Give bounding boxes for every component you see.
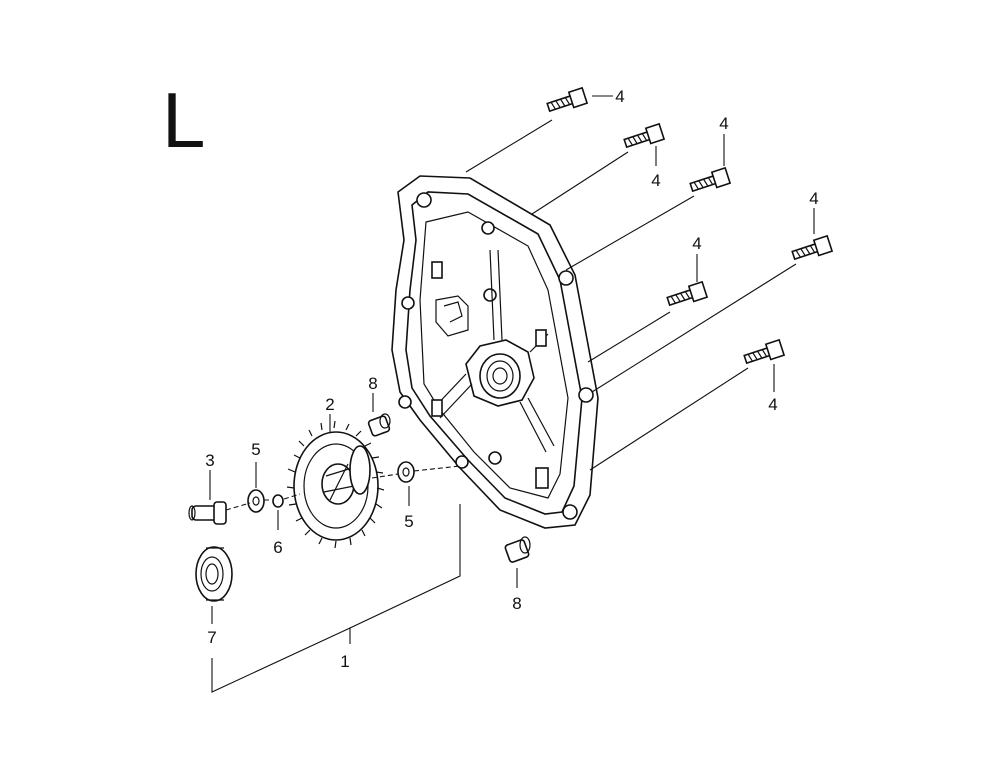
part-label-6: 6 <box>273 538 282 557</box>
part-label-4: 4 <box>768 395 777 414</box>
part-label-8: 8 <box>368 374 377 393</box>
part-label-4: 4 <box>719 114 728 133</box>
part-label-4: 4 <box>809 189 818 208</box>
flange-bolt <box>791 234 834 261</box>
part-label-8: 8 <box>512 594 521 613</box>
governor-shaft <box>188 501 227 525</box>
part-label-5: 5 <box>251 440 260 459</box>
section-letter: L <box>162 76 205 164</box>
clip <box>272 494 284 508</box>
part-label-4: 4 <box>651 171 660 190</box>
part-label-4: 4 <box>692 234 701 253</box>
bearing-boss <box>465 339 535 407</box>
oil-seal <box>195 546 233 602</box>
part-label-4: 4 <box>615 87 624 106</box>
part-label-7: 7 <box>207 628 216 647</box>
part-label-1: 1 <box>340 652 349 671</box>
dowel-pin <box>504 536 531 563</box>
flange-bolt <box>743 338 786 365</box>
flange-bolt <box>546 86 589 113</box>
part-label-5: 5 <box>404 512 413 531</box>
washer <box>247 489 265 513</box>
dowel-pin <box>367 413 391 437</box>
part-label-3: 3 <box>205 451 214 470</box>
governor-gear <box>286 420 385 549</box>
washer <box>397 461 415 483</box>
part-label-2: 2 <box>325 395 334 414</box>
flange-bolt <box>623 122 666 149</box>
flange-bolt <box>666 280 709 307</box>
flange-bolt <box>689 166 732 193</box>
crankcase-cover <box>391 175 599 529</box>
